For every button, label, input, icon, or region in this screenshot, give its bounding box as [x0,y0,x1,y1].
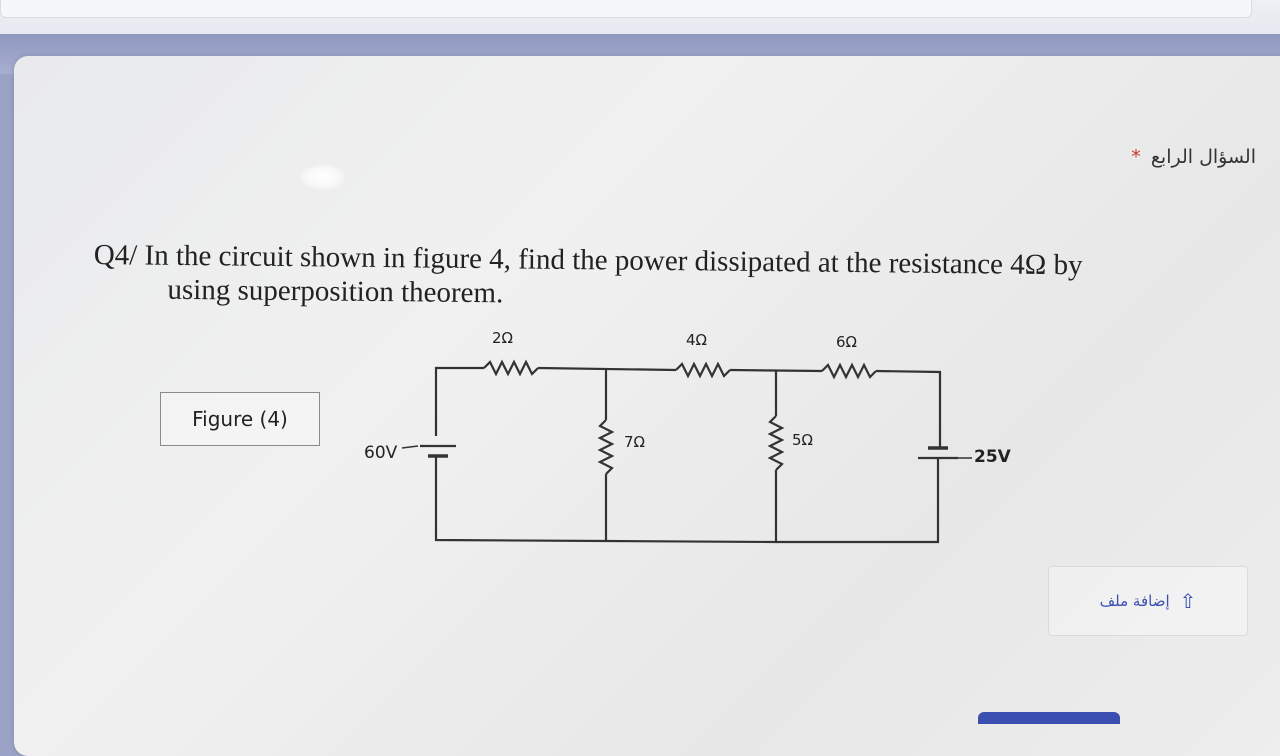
screen-glare [300,164,346,190]
resistor-2ohm [483,359,539,377]
label-2ohm: 2Ω [492,329,513,347]
label-7ohm: 7Ω [624,433,645,451]
label-25v: 25V [974,447,1012,467]
top-wire [434,366,484,436]
add-file-button[interactable]: ⇧ إضافة ملف [1048,566,1248,636]
question-title: السؤال الرابع * [1131,146,1256,168]
resistor-7ohm [597,419,615,475]
add-file-label: إضافة ملف [1099,592,1170,610]
upload-icon: ⇧ [1179,589,1197,613]
question-title-text: السؤال الرابع [1150,146,1256,168]
question-card [14,56,1280,756]
bottom-tab-edge [978,712,1120,724]
resistor-4ohm [675,361,731,379]
label-4ohm: 4Ω [686,331,707,349]
figure-caption: Figure (4) [192,407,288,431]
bottom-wire [605,462,940,544]
top-wire-4 [875,369,942,446]
resistor-5ohm [767,415,785,471]
label-60v: 60V [364,443,398,463]
required-asterisk: * [1131,146,1141,168]
label-6ohm: 6Ω [836,333,857,351]
figure-caption-box: Figure (4) [160,392,320,446]
resistor-6ohm [821,362,877,380]
leader-60v [401,445,419,449]
left-wire-bottom [434,456,607,543]
circuit-diagram: 2Ω 4Ω 6Ω 7Ω 5Ω 60V 25V [364,329,1012,544]
previous-card-edge [0,0,1252,18]
label-5ohm: 5Ω [792,431,813,449]
